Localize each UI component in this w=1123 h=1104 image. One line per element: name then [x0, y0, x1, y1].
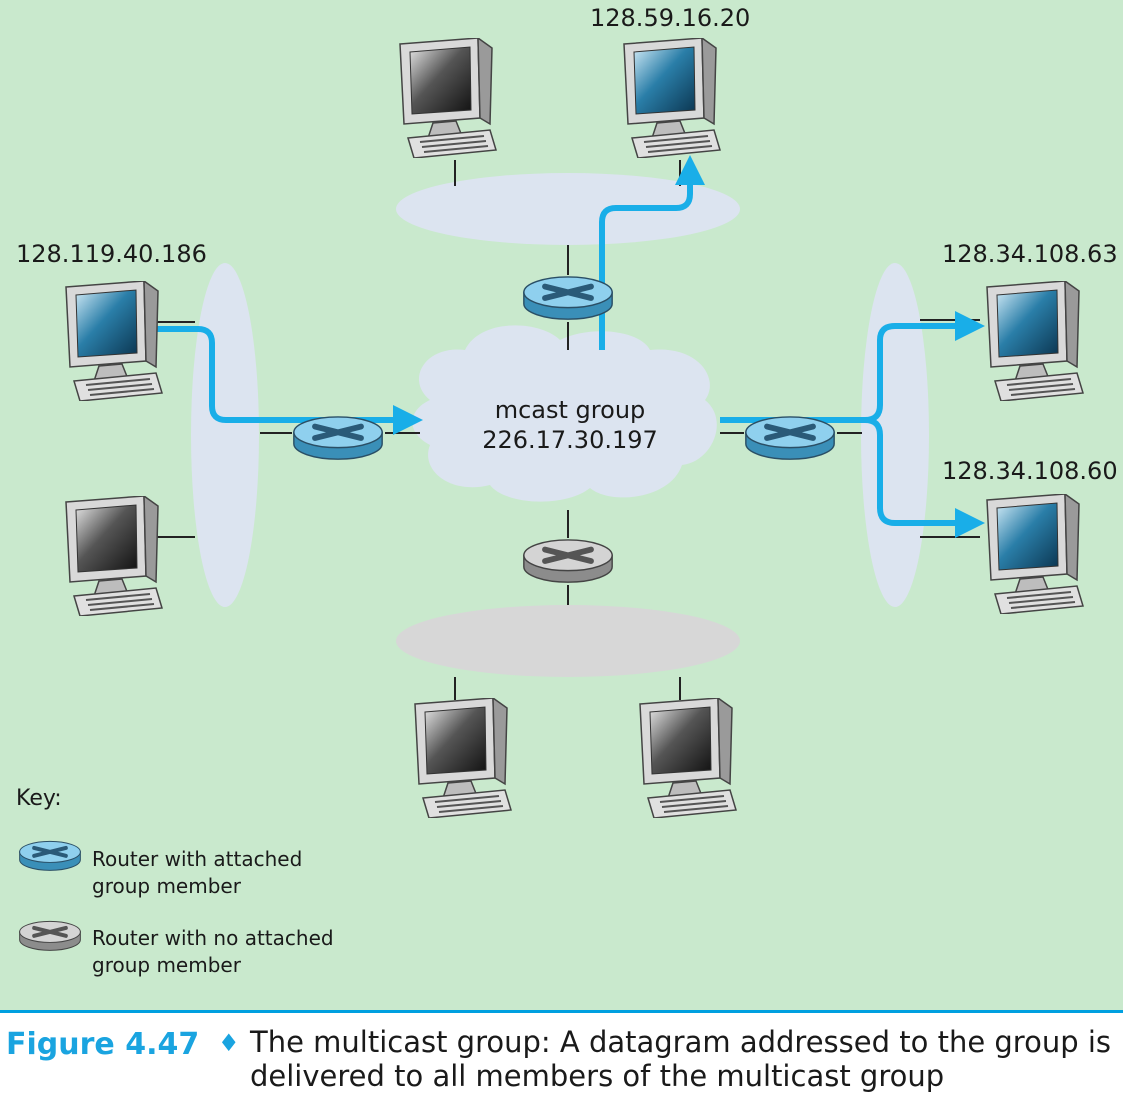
lan-bottom: [396, 605, 740, 677]
caption-text: The multicast group: A datagram addresse…: [250, 1025, 1111, 1093]
lan-right: [861, 263, 929, 607]
mcast-cloud: [412, 325, 717, 502]
host-right-top[interactable]: [986, 281, 1084, 401]
key-member-router-line1: Router with attached: [92, 847, 303, 871]
ip-label-left-top: 128.119.40.186: [16, 240, 207, 268]
mcast-group-label: mcast group: [494, 396, 646, 424]
router-bottom-nonmember[interactable]: [524, 540, 612, 582]
host-left-top[interactable]: [65, 281, 163, 401]
host-left-bottom[interactable]: [65, 496, 163, 616]
router-right-member[interactable]: [746, 417, 834, 459]
router-member-icon: [17, 840, 83, 873]
router-left-member[interactable]: [294, 417, 382, 459]
key-member-router-line2: group member: [92, 874, 241, 898]
host-bottom-left[interactable]: [414, 698, 512, 818]
multicast-path-up: [599, 155, 705, 350]
key-nonmember-router-line1: Router with no attached: [92, 926, 334, 950]
host-top-right[interactable]: [623, 38, 721, 158]
diamond-icon: ♦: [218, 1029, 240, 1057]
multicast-path-right-bottom: [864, 417, 985, 538]
lan-left: [191, 263, 259, 607]
ip-label-top-right: 128.59.16.20: [590, 4, 751, 32]
host-top-left[interactable]: [399, 38, 497, 158]
key-title: Key:: [16, 786, 62, 811]
multicast-path-source: [148, 326, 423, 435]
host-bottom-right[interactable]: [639, 698, 737, 818]
multicast-diagram: [17, 38, 1084, 953]
lan-top: [396, 173, 740, 245]
router-top-member[interactable]: [524, 277, 612, 319]
host-right-bottom[interactable]: [986, 494, 1084, 614]
figure-caption: Figure 4.47 ♦ The multicast group: A dat…: [0, 1010, 1123, 1104]
figure-number: Figure 4.47: [6, 1027, 200, 1062]
ip-label-right-top: 128.34.108.63: [942, 240, 1118, 268]
figure-panel: 128.59.16.20 128.119.40.186 128.34.108.6…: [0, 0, 1123, 1010]
mcast-group-address: 226.17.30.197: [482, 426, 658, 454]
router-nonmember-icon: [17, 920, 83, 953]
ip-label-right-bottom: 128.34.108.60: [942, 457, 1118, 485]
key-nonmember-router-line2: group member: [92, 953, 241, 977]
